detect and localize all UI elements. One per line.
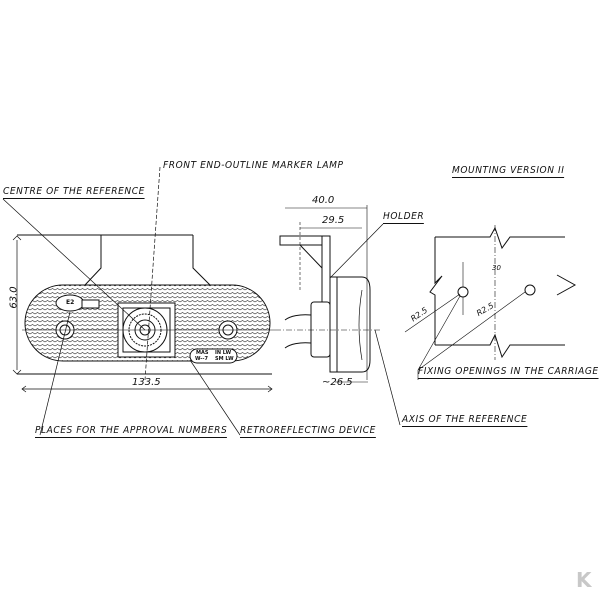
label-centre-reference: CENTRE OF THE REFERENCE — [3, 186, 145, 199]
dim-depth-holder: 29.5 — [322, 215, 345, 226]
marking-2r: SM LW — [215, 356, 234, 362]
holder-plate — [279, 235, 329, 246]
marking-1l: MAS — [196, 350, 209, 356]
side-view — [275, 205, 401, 426]
label-retroreflecting: RETROREFLECTING DEVICE — [240, 425, 376, 438]
brand-logo: K — [576, 568, 592, 592]
dim-depth-total: 40.0 — [312, 195, 335, 206]
marking-1r: IN LW — [215, 350, 232, 356]
label-approval-places: PLACES FOR THE APPROVAL NUMBERS — [35, 425, 228, 438]
dim-hole-spacing: 30 — [492, 264, 501, 272]
lamp-body — [329, 276, 371, 373]
front-view — [2, 166, 275, 436]
mounting-view — [404, 225, 577, 380]
marking-2l: W--7 — [195, 356, 208, 362]
approval-mark: E2 — [66, 299, 75, 306]
dim-width: 133.5 — [132, 377, 161, 388]
dim-height: 63.0 — [8, 286, 20, 309]
dim-depth-lamp: ~26.5 — [322, 377, 353, 388]
mounting-bracket-outline — [17, 234, 211, 286]
label-holder: HOLDER — [383, 211, 425, 224]
label-fixing-openings: FIXING OPENINGS IN THE CARRIAGE — [418, 366, 599, 379]
label-axis-reference: AXIS OF THE REFERENCE — [402, 414, 528, 427]
label-front-lamp: FRONT END-OUTLINE MARKER LAMP — [163, 160, 344, 171]
label-mounting-version: MOUNTING VERSION II — [452, 165, 565, 178]
